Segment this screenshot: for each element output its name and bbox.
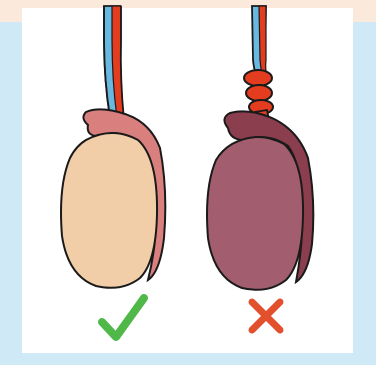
normal-testis-body <box>61 133 157 288</box>
cord-twist-2 <box>246 85 272 101</box>
twisted-testis-body <box>207 137 303 290</box>
normal-spermatic-cord <box>104 6 124 120</box>
cross-icon <box>252 302 280 330</box>
cord-twist-1 <box>244 70 272 86</box>
twisted-testis <box>207 6 313 290</box>
normal-testis <box>61 6 165 288</box>
twisted-spermatic-cord <box>244 6 273 126</box>
check-icon <box>102 298 144 337</box>
